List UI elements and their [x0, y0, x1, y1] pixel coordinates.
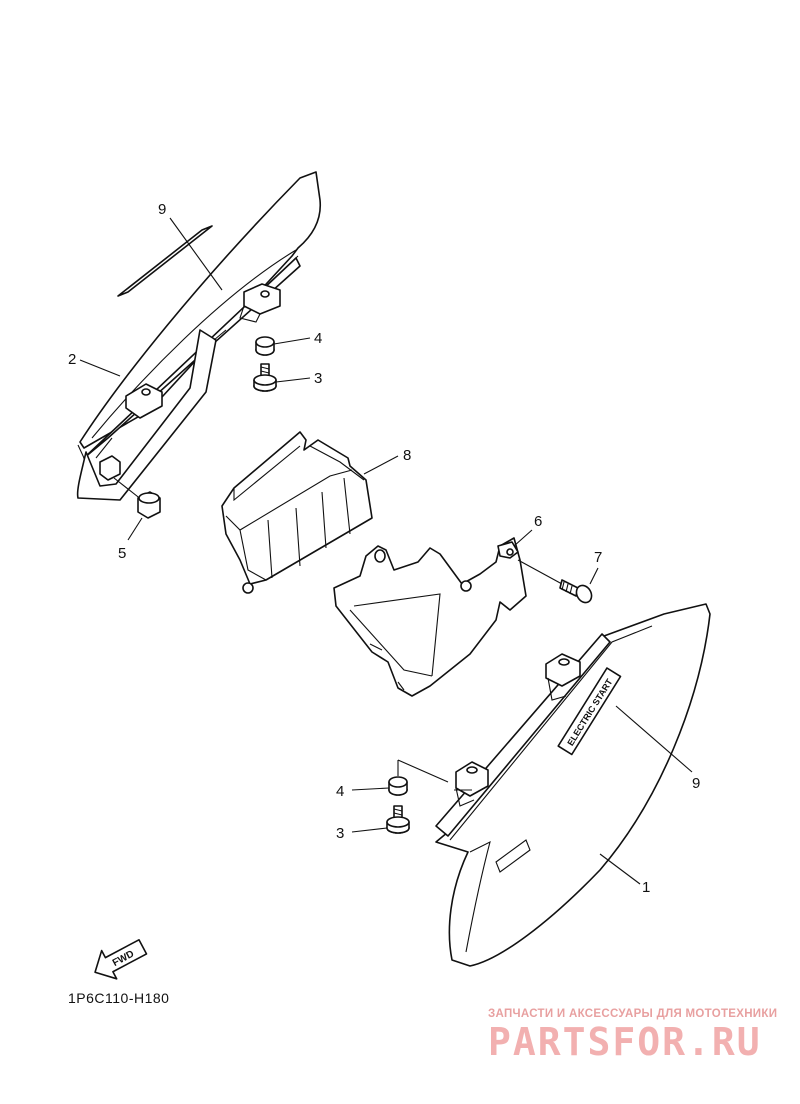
callout-5: 5	[118, 545, 126, 562]
part-6-bracket	[333, 529, 533, 697]
part-7-screw	[517, 559, 599, 604]
callout-4-lower: 4	[336, 783, 344, 800]
watermark-brand: PARTSFOR.RU	[488, 1020, 762, 1064]
part-9-decal-lower	[615, 705, 693, 773]
part-8-battery-box	[221, 431, 399, 594]
part-9-decal-upper	[117, 217, 223, 297]
callout-6: 6	[534, 513, 542, 530]
drawing-code: 1P6C110-H180	[68, 990, 170, 1006]
part-3-bolt-lower	[351, 805, 410, 834]
callout-9-upper: 9	[158, 201, 166, 218]
part-3-bolt-upper	[253, 363, 311, 392]
part-4-collar-upper	[255, 336, 311, 356]
callout-1: 1	[642, 879, 650, 896]
fwd-arrow-icon: FWD	[94, 938, 148, 980]
callout-2: 2	[68, 351, 76, 368]
callout-3-upper: 3	[314, 370, 322, 387]
part-1-side-cover-main: ELECTRIC START	[435, 603, 711, 967]
watermark-tagline: ЗАПЧАСТИ И АКСЕССУАРЫ ДЛЯ МОТОТЕХНИКИ	[488, 1008, 778, 1020]
callout-7: 7	[594, 549, 602, 566]
callout-4-upper: 4	[314, 330, 322, 347]
callout-9-lower: 9	[692, 775, 700, 792]
part-2-side-cover-upper	[76, 171, 322, 501]
callout-3-lower: 3	[336, 825, 344, 842]
part-4-collar-lower	[351, 759, 472, 796]
callout-8: 8	[403, 447, 411, 464]
part-5-grommet	[113, 477, 161, 541]
